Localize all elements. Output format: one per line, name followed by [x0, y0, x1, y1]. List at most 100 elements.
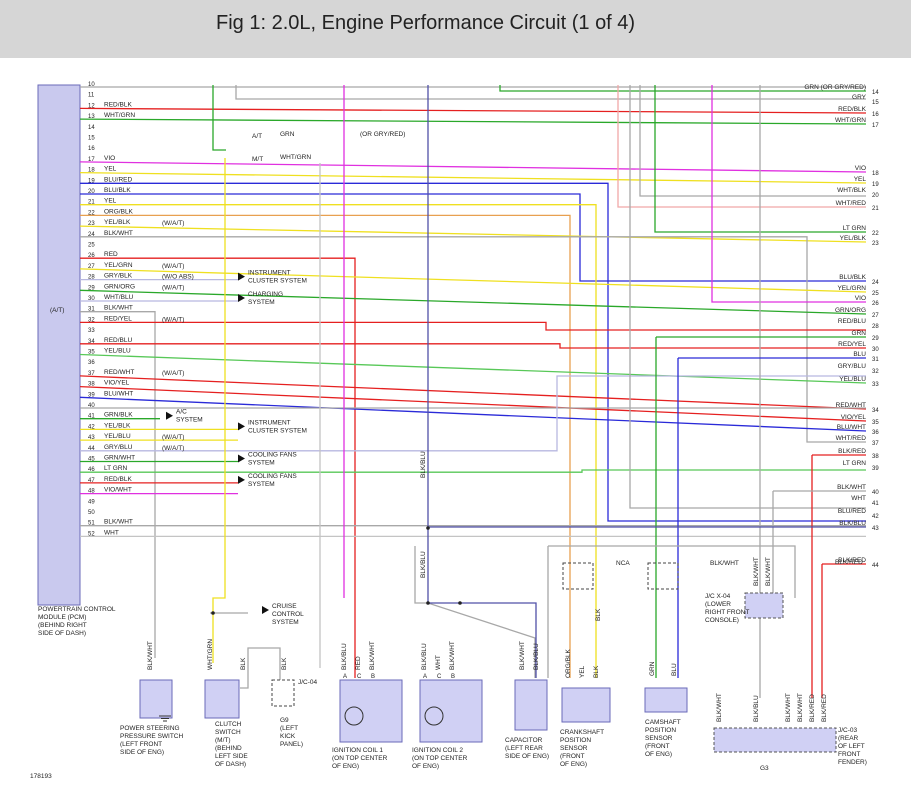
right-ref-number: 31 — [872, 357, 879, 363]
capacitor-label: (LEFT REAR — [505, 745, 543, 752]
pcm-pin-number: 22 — [88, 210, 95, 216]
wat-note: (W/A/T) — [162, 263, 184, 270]
right-wire-label: WHT/RED — [836, 435, 867, 442]
pcm-pin-number: 15 — [88, 136, 95, 142]
crank-wire-label: YEL — [579, 665, 586, 678]
reference-number: 178193 — [30, 773, 52, 780]
right-wire-label: BLU/BLK — [839, 274, 866, 281]
figure-header: Fig 1: 2.0L, Engine Performance Circuit … — [0, 0, 911, 58]
cooling-fans-system-2: SYSTEM — [248, 481, 275, 488]
right-ref-number: 26 — [872, 301, 879, 307]
pcm-pin-wire-label: YEL/BLK — [104, 422, 131, 429]
ignition-coil-1-wire-label: BLK/BLU — [341, 643, 348, 670]
ignition-coil-2-wire-label: BLK/WHT — [449, 641, 456, 670]
pcm-pin-number: 14 — [88, 125, 95, 131]
right-wire-label: RED/BLU — [838, 318, 866, 325]
capacitor-label: SIDE OF ENG) — [505, 753, 549, 760]
ps-wire-label: BLK/WHT — [147, 641, 154, 670]
pcm-pin-number: 52 — [88, 531, 95, 537]
blk-label: BLK — [595, 608, 602, 621]
right-ref-number: 16 — [872, 112, 879, 118]
wire-org-blk — [80, 214, 571, 678]
right-wire-label: YEL/BLU — [839, 376, 866, 383]
pcm-pin-number: 18 — [88, 168, 95, 174]
right-ref-number: 27 — [872, 313, 879, 319]
g9-jc-label: J/C-04 — [298, 679, 318, 686]
pcm-pin-wire-label: RED/WHT — [104, 369, 134, 376]
power-steering-label: PRESSURE SWITCH — [120, 733, 184, 740]
pcm-pin-wire-label: BLU/RED — [104, 176, 132, 183]
wire-blu-blk — [80, 193, 866, 282]
right-ref-number: 30 — [872, 347, 879, 353]
right-wire-label: BLU — [853, 351, 866, 358]
cruise-control-system: SYSTEM — [272, 619, 299, 626]
pcm-pin-wire-label: BLU/BLK — [104, 187, 131, 194]
instrument-cluster-system: CLUSTER SYSTEM — [248, 278, 307, 285]
pcm-pin-number: 30 — [88, 296, 95, 302]
cooling-fans-system-2-arrow-icon — [238, 475, 245, 484]
ignition-coil-1-wire-label: BLK/WHT — [369, 641, 376, 670]
pcm-pin-wire-label: VIO/WHT — [104, 487, 132, 494]
ignition-coil-1-label: (ON TOP CENTER — [332, 755, 388, 762]
pcm-pin-wire-label: RED/BLK — [104, 476, 132, 483]
splice-dot — [211, 611, 215, 615]
wire-red-blk — [79, 107, 867, 114]
ignition-coil-1-label: OF ENG) — [332, 763, 359, 770]
jc-x04-label: J/C X-04 — [705, 593, 731, 600]
g3-jc-label: OF LEFT — [838, 743, 865, 750]
pcm-module — [37, 84, 81, 606]
woabs-note: (W/O ABS) — [162, 274, 194, 281]
pcm-pin-number: 20 — [88, 189, 95, 195]
wire-vio-26 — [711, 85, 866, 303]
wire-vio — [79, 161, 867, 173]
cam-wire-label: GRN — [649, 661, 656, 676]
jc-x04-wire-label: BLK/WHT — [765, 557, 772, 586]
right-wire-label: BLU/RED — [838, 508, 866, 515]
cooling-fans-system-arrow-icon — [238, 454, 245, 463]
pcm-pin-wire-label: VIO — [104, 155, 115, 162]
camshaft-label: POSITION — [645, 727, 676, 734]
right-ref-number: 21 — [872, 206, 879, 212]
pcm-pin-wire-label: WHT — [104, 529, 119, 536]
charging-system-arrow-icon — [238, 294, 245, 302]
ignition-coil-2-pin: B — [451, 674, 455, 680]
right-ref-number: 14 — [872, 90, 879, 96]
clutch-label: (M/T) — [215, 737, 231, 744]
pcm-pin-wire-label: BLK/WHT — [104, 305, 133, 312]
pcm-name: (BEHIND RIGHT — [38, 622, 87, 629]
cam-connector — [647, 562, 679, 590]
pcm-pin-wire-label: VIO/YEL — [104, 380, 130, 387]
charging-system: SYSTEM — [248, 299, 275, 306]
pcm-pin-number: 11 — [88, 93, 95, 99]
right-wire-label: VIO — [855, 295, 866, 302]
right-ref-number: 32 — [872, 369, 879, 375]
ignition-coil-1 — [339, 679, 403, 743]
blk-wht-note: BLK/WHT — [710, 560, 739, 567]
pcm-name: POWERTRAIN CONTROL — [38, 606, 116, 613]
crankshaft-sensor — [561, 687, 611, 723]
g9-wire-label: BLK — [281, 657, 288, 670]
pcm-pin-wire-label: GRY/BLK — [104, 273, 133, 280]
pcm-pin-wire-label: GRY/BLU — [104, 444, 133, 451]
right-wire-label: GRY — [852, 94, 867, 101]
g9-label: (LEFT — [280, 725, 298, 732]
pcm-pin-number: 37 — [88, 371, 95, 377]
pcm-pin-number: 19 — [88, 178, 95, 184]
wire-wht-blk — [639, 85, 866, 197]
g9-label: PANEL) — [280, 741, 303, 748]
pcm-pin-number: 47 — [88, 478, 95, 484]
pcm-pin-number: 50 — [88, 510, 95, 516]
splice-dot — [426, 526, 430, 530]
g3-jc-label: (REAR — [838, 735, 859, 742]
mt-note: M/T — [252, 156, 263, 163]
right-ref-number: 37 — [872, 441, 879, 447]
wat-note: (W/A/T) — [162, 434, 184, 441]
right-wire-label: YEL/GRN — [837, 285, 866, 292]
wire-yel — [79, 171, 867, 184]
jc-x04-wire-label: BLK/WHT — [753, 557, 760, 586]
camshaft-sensor — [644, 687, 688, 713]
ignition-coil-2-pin: A — [423, 674, 427, 680]
crank-connector — [562, 562, 594, 590]
ignition-coil-2-label: (ON TOP CENTER — [412, 755, 468, 762]
pcm-pin-number: 26 — [88, 253, 95, 259]
